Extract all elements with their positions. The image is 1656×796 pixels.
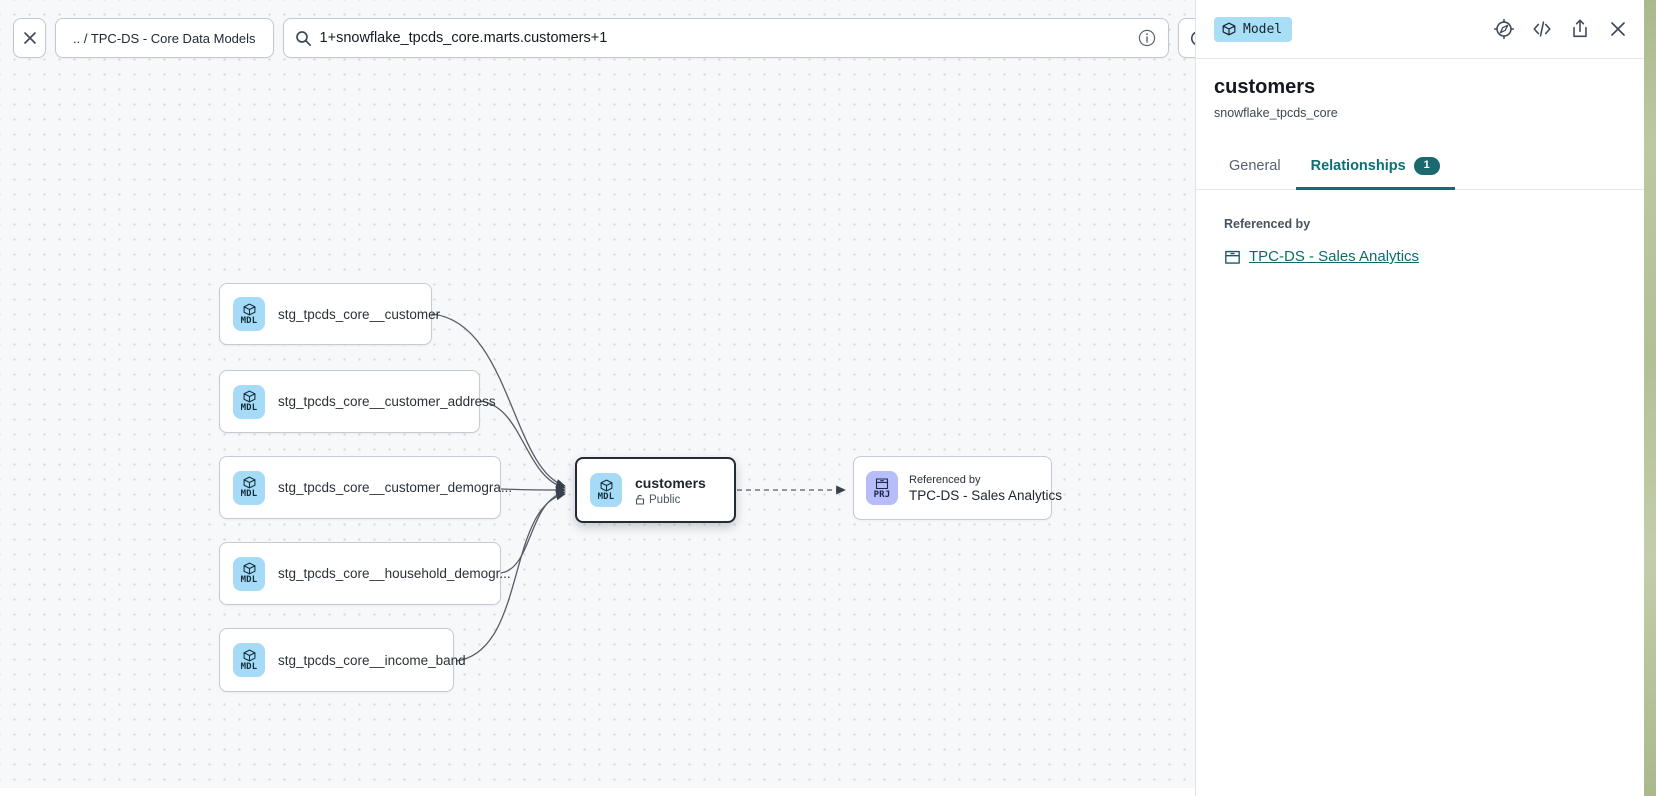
model-icon: MDL — [233, 643, 265, 677]
panel-header: Model — [1196, 0, 1644, 59]
public-lock-icon — [635, 494, 645, 505]
tab-label: General — [1229, 158, 1281, 174]
panel-tabs: General Relationships 1 — [1196, 143, 1644, 190]
share-icon — [1573, 19, 1587, 38]
tab-general[interactable]: General — [1214, 143, 1296, 189]
canvas-bottom-strip — [0, 788, 1195, 796]
desktop-wallpaper-strip — [1644, 0, 1656, 796]
info-icon[interactable] — [1138, 29, 1156, 47]
project-archive-icon — [1225, 250, 1240, 264]
node-type-tag: PRJ — [873, 489, 891, 500]
lineage-search-bar[interactable] — [282, 18, 1169, 58]
referenced-by-row[interactable]: TPC-DS - Sales Analytics — [1224, 248, 1626, 265]
canvas-toolbar: .. / TPC-DS - Core Data Models — [13, 18, 1219, 58]
node-type-tag: MDL — [240, 661, 258, 672]
details-panel: Model customers snowflake_tpcds_core — [1195, 0, 1644, 796]
node-label: TPC-DS - Sales Analytics — [909, 487, 1063, 503]
close-icon — [23, 32, 36, 44]
close-icon — [1611, 22, 1625, 36]
node-label: stg_tpcds_core__customer_address — [278, 394, 496, 409]
search-icon — [295, 30, 311, 46]
explore-lineage-button[interactable] — [1493, 18, 1515, 40]
node-type-tag: MDL — [240, 403, 258, 413]
node-label: stg_tpcds_core__income_band — [278, 652, 466, 668]
lineage-canvas[interactable]: MDL stg_tpcds_core__customer MDL stg_tpc… — [0, 0, 1219, 788]
node-stg-income-band[interactable]: MDL stg_tpcds_core__income_band — [219, 628, 466, 692]
model-icon: MDL — [233, 556, 265, 591]
close-panel-button[interactable] — [1607, 18, 1629, 40]
breadcrumb-label: .. / TPC-DS - Core Data Models — [73, 30, 256, 46]
node-type-tag: MDL — [597, 491, 615, 502]
section-label: Referenced by — [1224, 217, 1311, 231]
node-type-tag: MDL — [240, 575, 258, 585]
tab-count-badge: 1 — [1413, 157, 1440, 175]
tab-label: Relationships — [1310, 158, 1406, 174]
breadcrumb[interactable]: .. / TPC-DS - Core Data Models — [55, 18, 274, 58]
compass-icon — [1493, 18, 1515, 40]
node-stg-customer[interactable]: MDL stg_tpcds_core__customer — [219, 283, 440, 345]
tab-relationships[interactable]: Relationships 1 — [1295, 143, 1456, 190]
panel-actions — [1493, 18, 1629, 40]
project-subtitle: snowflake_tpcds_core — [1214, 106, 1338, 120]
resource-type-badge: Model — [1214, 16, 1293, 42]
node-label: stg_tpcds_core__household_demogr... — [278, 566, 511, 581]
node-type-tag: MDL — [240, 315, 258, 326]
project-icon: PRJ — [866, 471, 898, 505]
relationships-section: Referenced by TPC-DS - Sales Analytics — [1196, 190, 1644, 265]
node-customers-selected[interactable]: MDL customers Public — [575, 457, 736, 523]
model-icon: MDL — [233, 384, 265, 419]
node-label: customers — [635, 474, 706, 491]
referenced-project-link[interactable]: TPC-DS - Sales Analytics — [1249, 248, 1420, 265]
node-stg-household-demographics[interactable]: MDL stg_tpcds_core__household_demogr... — [219, 542, 511, 605]
node-label: stg_tpcds_core__customer — [278, 306, 441, 322]
model-icon: MDL — [590, 473, 622, 507]
close-lineage-button[interactable] — [13, 18, 46, 58]
access-label: Public — [649, 493, 681, 506]
view-code-button[interactable] — [1531, 18, 1553, 40]
model-icon: MDL — [233, 297, 265, 331]
node-type-tag: MDL — [240, 489, 258, 499]
share-button[interactable] — [1569, 18, 1591, 40]
page-title: customers — [1214, 76, 1316, 98]
node-label: stg_tpcds_core__customer_demogra... — [278, 480, 513, 495]
node-stg-customer-demographics[interactable]: MDL stg_tpcds_core__customer_demogra... — [219, 456, 512, 519]
panel-title-block: customers snowflake_tpcds_core — [1196, 59, 1644, 120]
node-caption: Referenced by — [909, 473, 981, 486]
node-referenced-project[interactable]: PRJ Referenced by TPC-DS - Sales Analyti… — [853, 456, 1062, 520]
lineage-edges — [431, 313, 846, 662]
resource-type-label: Model — [1243, 21, 1283, 37]
model-icon: MDL — [233, 470, 265, 505]
model-cube-icon — [1222, 22, 1236, 36]
search-input[interactable] — [319, 30, 1138, 46]
node-stg-customer-address[interactable]: MDL stg_tpcds_core__customer_address — [219, 370, 496, 433]
code-icon — [1533, 21, 1551, 37]
